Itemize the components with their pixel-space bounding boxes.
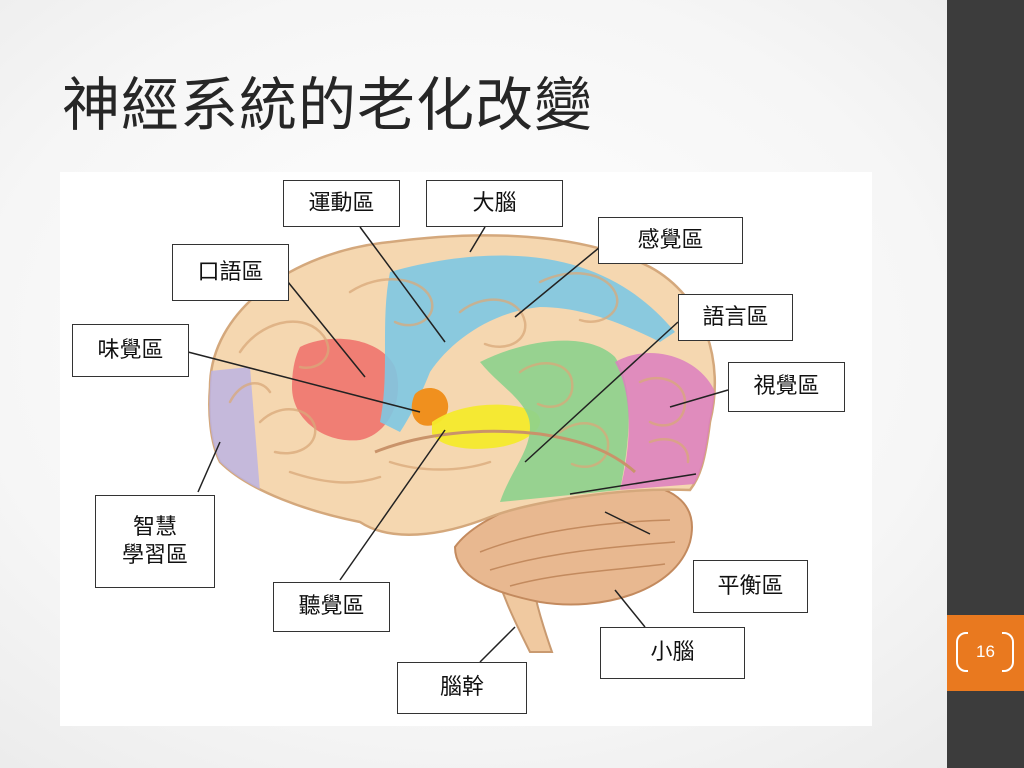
label-motor-area: 運動區 <box>283 180 400 227</box>
taste-area <box>411 388 449 426</box>
language-area <box>480 340 629 502</box>
auditory-area <box>432 404 541 449</box>
label-visual-area: 視覺區 <box>728 362 845 412</box>
label-speech-area: 口語區 <box>172 244 289 301</box>
label-balance-area: 平衡區 <box>693 560 808 613</box>
label-auditory-area: 聽覺區 <box>273 582 390 632</box>
slide-title: 神經系統的老化改變 <box>62 71 594 139</box>
label-learning-area-line1: 智慧 <box>132 515 177 540</box>
page-number-badge: 16 <box>947 615 1024 691</box>
label-taste-area: 味覺區 <box>72 324 189 377</box>
motor-sensory-area <box>380 255 675 432</box>
page-number: 16 <box>976 642 995 661</box>
leader-lines <box>187 226 729 663</box>
label-cerebellum: 小腦 <box>600 627 745 679</box>
label-language-area: 語言區 <box>678 294 793 341</box>
label-sensory-area: 感覺區 <box>598 217 743 264</box>
label-learning-area-line2: 學習區 <box>121 542 188 568</box>
brain-diagram: 運動區 大腦 感覺區 口語區 語言區 味覺區 視覺區 智慧 學習區 平衡區 聽覺… <box>60 172 872 726</box>
visual-area <box>615 353 715 490</box>
brain-illustration <box>187 226 729 663</box>
label-brainstem: 腦幹 <box>397 662 527 714</box>
label-learning-area: 智慧 學習區 <box>95 495 215 588</box>
label-cerebrum: 大腦 <box>426 180 563 227</box>
page-number-bracket <box>956 631 1014 673</box>
